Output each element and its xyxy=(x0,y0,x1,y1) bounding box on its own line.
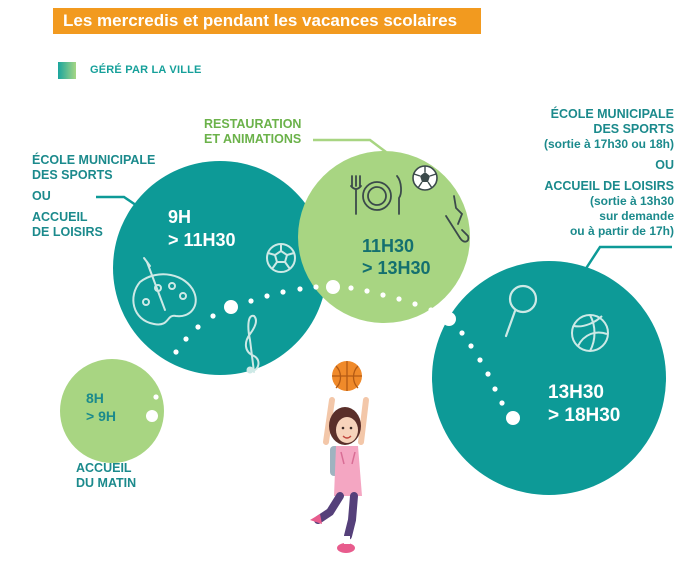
fork-icon xyxy=(350,175,362,215)
magnifying-glass-icon xyxy=(504,284,538,338)
label-line: ACCUEIL xyxy=(76,461,132,475)
timeline-dots xyxy=(146,280,520,425)
label-line: DE LOISIRS xyxy=(32,225,103,239)
label-line: sur demande xyxy=(599,209,674,223)
label-line: (sortie à 13h30 xyxy=(589,194,674,208)
circle-apresmidi xyxy=(432,261,666,495)
time-start: 8H xyxy=(86,390,104,406)
label-line: DU MATIN xyxy=(76,476,137,490)
music-note-icon xyxy=(244,314,260,374)
circle-midi xyxy=(298,151,470,323)
label-line: RESTAURATION xyxy=(204,117,302,131)
connector-right xyxy=(583,245,672,271)
label-line: ÉCOLE MUNICIPALE xyxy=(32,153,156,167)
time-end: > 11H30 xyxy=(168,230,236,250)
knife-icon xyxy=(396,175,402,215)
paintbrush-icon xyxy=(445,195,470,243)
basketball-icon xyxy=(332,361,362,391)
label-ecole-right: ÉCOLE MUNICIPALE DES SPORTS (sortie à 17… xyxy=(544,107,674,239)
label-or: OU xyxy=(655,158,674,172)
label-line: DES SPORTS xyxy=(32,168,113,182)
time-start: 11H30 xyxy=(362,236,415,256)
legend-label: GÉRÉ PAR LA VILLE xyxy=(90,64,202,76)
label-line: DES SPORTS xyxy=(593,122,674,136)
time-end: > 18H30 xyxy=(548,405,621,426)
time-end: > 13H30 xyxy=(362,258,431,278)
label-line: ou à partir de 17h) xyxy=(569,224,674,238)
label-accueil-matin: ACCUEIL DU MATIN xyxy=(76,461,136,491)
girl-illustration xyxy=(310,397,369,553)
label-or: OU xyxy=(32,189,51,203)
label-ecole-left: ÉCOLE MUNICIPALE DES SPORTS OU ACCUEIL D… xyxy=(32,153,155,240)
circle-matin xyxy=(60,359,164,463)
label-line: ÉCOLE MUNICIPALE xyxy=(550,107,674,121)
time-matinee: 9H > 11H30 xyxy=(168,206,236,252)
label-restauration: RESTAURATION ET ANIMATIONS xyxy=(204,117,301,147)
label-line: ACCUEIL xyxy=(32,210,88,224)
time-apresmidi: 13H30 > 18H30 xyxy=(548,381,620,427)
palette-icon xyxy=(132,257,197,326)
time-midi: 11H30 > 13H30 xyxy=(362,235,431,279)
page-title: Les mercredis et pendant les vacances sc… xyxy=(53,8,481,34)
label-line: (sortie à 17h30 ou 18h) xyxy=(543,137,674,151)
plate-icon xyxy=(362,181,392,211)
volleyball-icon xyxy=(571,314,609,352)
time-matin: 8H > 9H xyxy=(86,389,116,425)
time-end: > 9H xyxy=(86,408,116,424)
label-line: ACCUEIL DE LOISIRS xyxy=(544,179,674,193)
soccer-ball-icon xyxy=(412,165,438,191)
soccer-ball-icon xyxy=(266,243,296,273)
connector-top xyxy=(313,138,387,153)
label-line: ET ANIMATIONS xyxy=(204,132,302,146)
legend-swatch xyxy=(58,62,76,79)
time-start: 13H30 xyxy=(548,382,604,403)
time-start: 9H xyxy=(168,207,192,227)
